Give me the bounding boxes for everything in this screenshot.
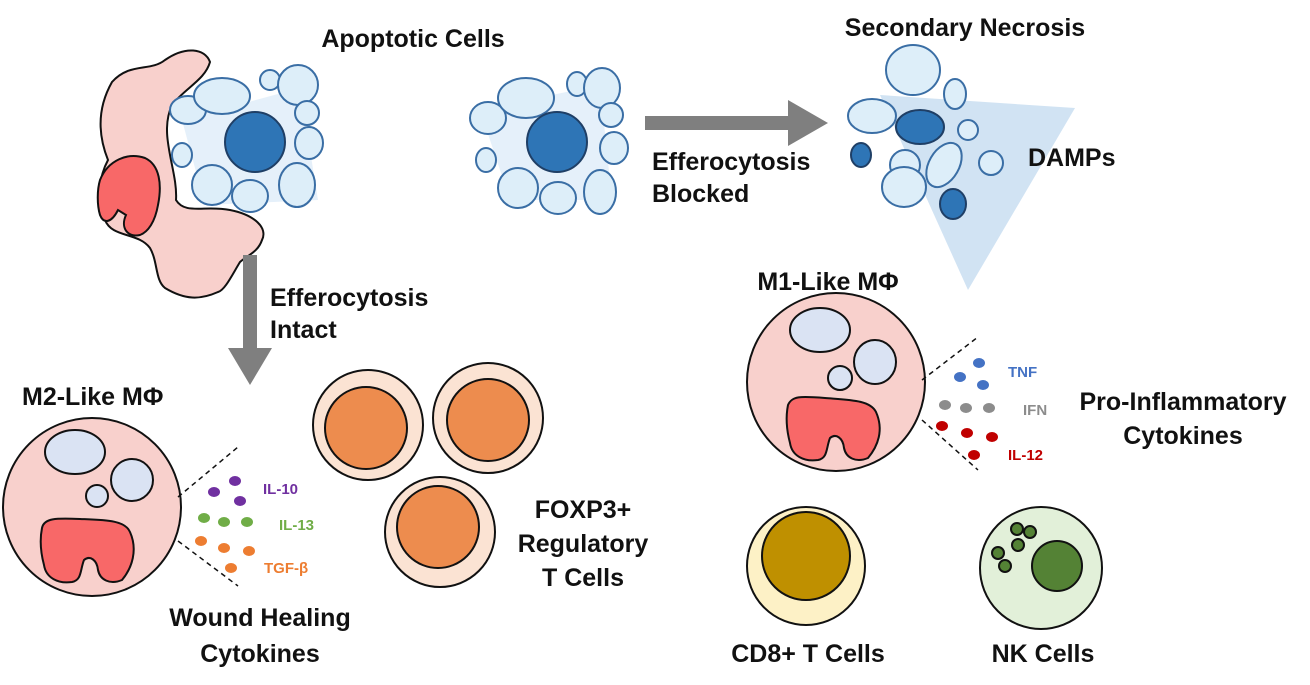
macrophage-nucleus [96, 155, 161, 237]
engulfing-macrophage [96, 49, 265, 299]
foxp3-label-3: T Cells [542, 564, 624, 592]
m2-cytokine-label-il13: IL-13 [279, 517, 314, 534]
nk-cells-label: NK Cells [992, 640, 1095, 668]
damps-label: DAMPs [1028, 144, 1116, 172]
efferocytosis-blocked-label-1: Efferocytosis [652, 148, 810, 176]
efferocytosis-blocked-label-2: Blocked [652, 180, 749, 208]
intact-arrow [228, 255, 272, 385]
foxp3-label-2: Regulatory [518, 530, 649, 558]
m1-cytokine-dots [936, 358, 998, 460]
cd8-t-cells-label: CD8+ T Cells [731, 640, 885, 668]
m1-cytokine-label-tnf: TNF [1008, 364, 1037, 381]
apoptotic-nucleus [224, 111, 286, 173]
pro-inflammatory-label-2: Cytokines [1123, 422, 1242, 450]
nk-cell [979, 506, 1103, 630]
treg-cell-1 [312, 369, 424, 481]
m1-cytokine-label-il12: IL-12 [1008, 447, 1043, 464]
efferocytosis-intact-label-2: Intact [270, 316, 337, 344]
m2-cytokine-label-tgfb: TGF-β [264, 560, 308, 577]
pro-inflammatory-label-1: Pro-Inflammatory [1080, 388, 1287, 416]
m2-macrophage [2, 417, 182, 597]
m1-cytokine-label-ifn: IFN [1023, 402, 1047, 419]
m1-macrophage-label: M1-Like MΦ [757, 268, 898, 296]
m2-macrophage-label: M2-Like MΦ [22, 383, 163, 411]
efferocytosis-intact-label-1: Efferocytosis [270, 284, 428, 312]
blocked-arrow [645, 100, 828, 146]
apoptotic-cells-label: Apoptotic Cells [321, 25, 504, 53]
cd8-t-cell [746, 506, 866, 626]
necrotic-cell [847, 44, 1004, 220]
wound-healing-label-2: Cytokines [200, 640, 319, 668]
m2-cytokine-label-il10: IL-10 [263, 481, 298, 498]
apoptotic-nucleus [526, 111, 588, 173]
m1-macrophage [746, 292, 926, 472]
treg-cell-3 [384, 476, 496, 588]
secondary-necrosis-label: Secondary Necrosis [845, 14, 1085, 42]
apoptotic-cell-2 [469, 67, 629, 215]
m2-cytokine-dots [195, 476, 255, 573]
foxp3-label-1: FOXP3+ [535, 496, 632, 524]
wound-healing-label-1: Wound Healing [169, 604, 350, 632]
apoptotic-cell-1 [169, 64, 324, 213]
treg-cell-2 [432, 362, 544, 474]
